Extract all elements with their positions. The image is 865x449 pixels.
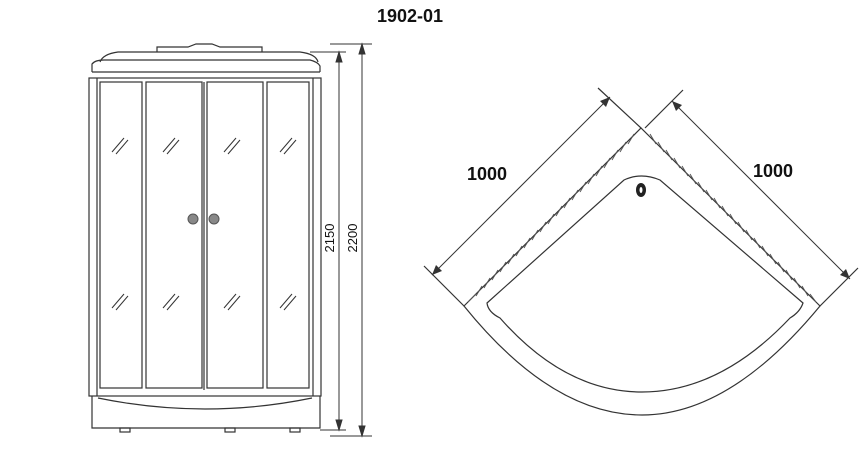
roof-body: [91, 59, 321, 72]
dim-width-left: 1000: [467, 164, 507, 184]
left-fixed-panel: [99, 81, 143, 389]
front-view: [88, 43, 322, 433]
dim-width-right: 1000: [753, 161, 793, 181]
right-door-panel: [206, 81, 264, 389]
left-door-handle: [187, 213, 199, 225]
dim-height-inner: 2150: [322, 224, 337, 253]
cabin-frame: [88, 77, 322, 397]
tray-foot-left: [119, 427, 131, 433]
right-door-handle: [208, 213, 220, 225]
rim-hatching-left: [467, 133, 635, 303]
basin-outline: [486, 175, 804, 393]
dim-height-total: 2200: [345, 224, 360, 253]
roof-vent: [156, 43, 263, 52]
model-title: 1902-01: [376, 6, 444, 26]
glass-reflections: [111, 137, 297, 311]
tray-outline: [463, 127, 821, 416]
top-view-arrows: [432, 97, 850, 279]
roof-top: [99, 51, 319, 63]
shower-tray: [91, 396, 321, 429]
top-view: [423, 87, 859, 416]
rim-hatching-right: [649, 133, 817, 303]
left-door-panel: [145, 81, 203, 389]
right-fixed-panel: [266, 81, 310, 389]
height-dimensions: [310, 42, 372, 438]
tray-foot-right: [289, 427, 301, 433]
drain-inner: [639, 187, 643, 193]
tray-foot-mid: [224, 427, 236, 433]
